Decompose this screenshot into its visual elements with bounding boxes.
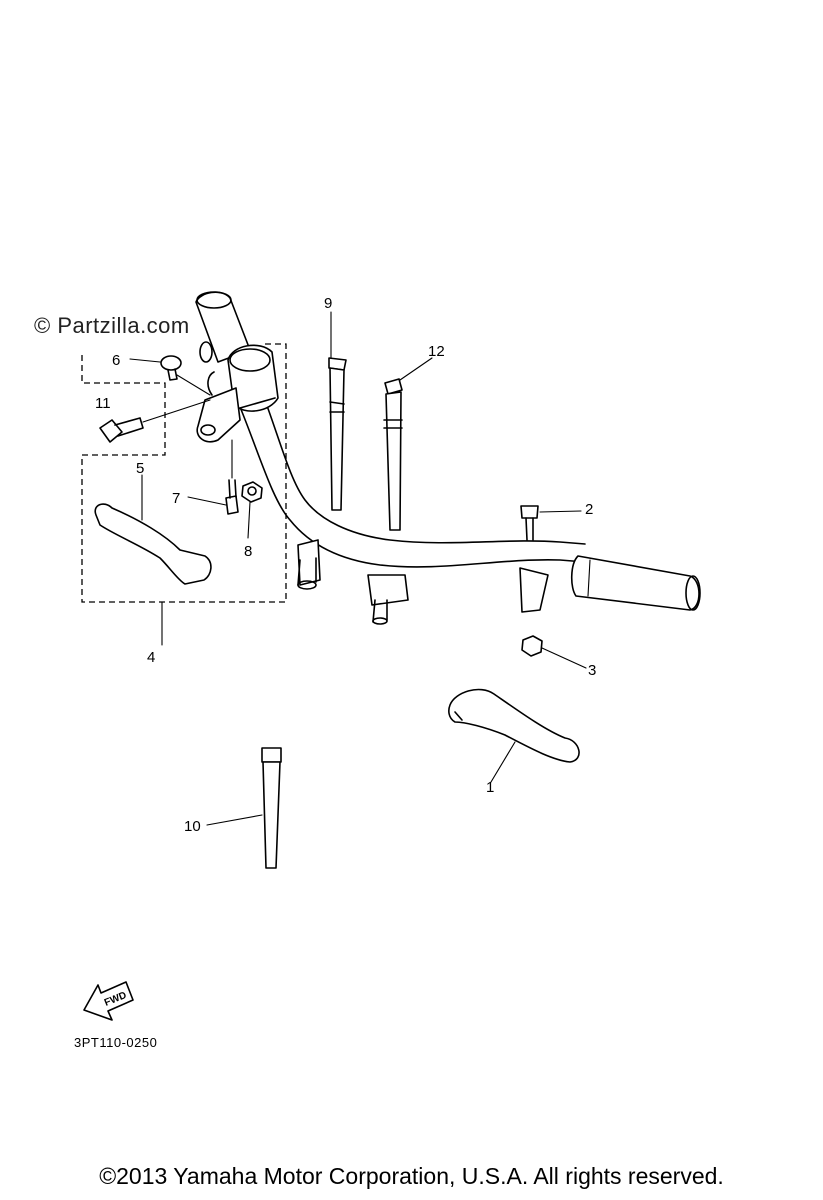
fwd-arrow-icon: FWD (83, 981, 134, 1021)
callout-9: 9 (324, 295, 332, 312)
callout-12: 12 (428, 343, 445, 360)
callout-1: 1 (486, 779, 494, 796)
cable-tie-part-10 (261, 747, 282, 869)
callout-5: 5 (136, 460, 144, 477)
callout-8: 8 (244, 543, 252, 560)
bolt-part-7 (225, 439, 239, 515)
watermark: © Partzilla.com (34, 313, 190, 338)
part-code: 3PT110-0250 (74, 1035, 158, 1050)
callout-4: 4 (147, 649, 155, 666)
lever-part-5 (94, 503, 212, 585)
assembly-dashed-box (81, 343, 287, 603)
screw-part-6 (160, 355, 211, 396)
leader-lines (129, 311, 587, 826)
callout-11: 11 (95, 395, 111, 412)
cable-tie-part-9 (328, 357, 347, 511)
callout-10: 10 (184, 818, 201, 835)
lever-part-1 (448, 688, 580, 763)
cable-tie-part-12 (383, 378, 403, 531)
callout-3: 3 (588, 662, 596, 679)
nut-part-8 (241, 481, 263, 503)
left-lever-holder (196, 341, 279, 443)
callout-2: 2 (585, 501, 593, 518)
bolt-part-11 (99, 399, 211, 443)
nut-part-3 (521, 635, 543, 657)
copyright-notice: ©2013 Yamaha Motor Corporation, U.S.A. A… (99, 1163, 724, 1189)
bolt-part-2 (520, 505, 539, 541)
handlebar (195, 291, 701, 625)
callout-6: 6 (112, 352, 120, 369)
callout-7: 7 (172, 490, 180, 507)
